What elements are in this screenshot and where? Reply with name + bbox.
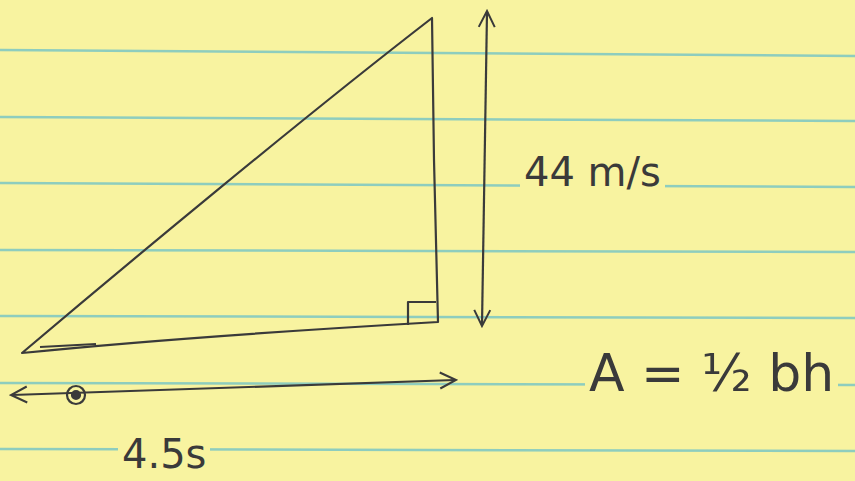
rule-line — [0, 50, 855, 56]
rule-line — [0, 117, 855, 121]
paper-rules — [0, 50, 855, 451]
triangle-outline — [22, 18, 438, 353]
scribble-dot — [72, 391, 80, 399]
pen-stroke — [40, 344, 96, 347]
vertical-arrow — [482, 12, 487, 325]
scribble-dot — [67, 386, 85, 404]
speed-label: 44 m/s — [520, 150, 665, 194]
time-label: 4.5s — [118, 432, 210, 476]
rule-line — [0, 183, 855, 187]
rule-line — [0, 316, 855, 318]
rule-line — [0, 250, 855, 252]
triangle — [22, 18, 438, 353]
dimension-arrows — [12, 12, 487, 404]
right-angle-mark — [408, 302, 436, 325]
area-formula: A = ½ bh — [585, 345, 838, 401]
